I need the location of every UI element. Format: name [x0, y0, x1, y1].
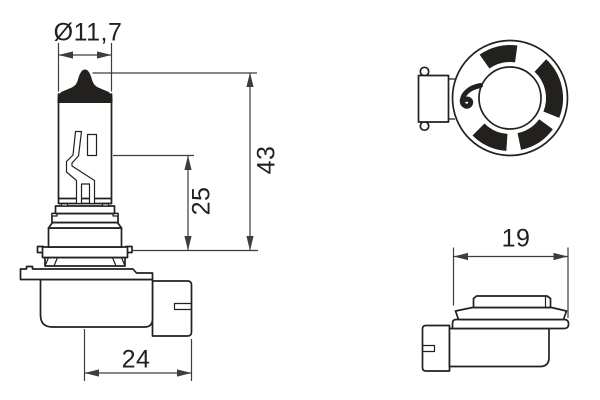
key-hook [459, 83, 483, 109]
dim-label-base-width: 19 [501, 224, 531, 253]
glass-tube [57, 93, 113, 205]
filament-support [65, 130, 96, 205]
ring2-mark-right [112, 212, 119, 217]
dimension-light-center-length [113, 154, 194, 251]
dimension-base-length [83, 329, 193, 381]
connector-lug [151, 280, 193, 337]
front-view [19, 69, 193, 337]
clip-band-tabs [44, 256, 126, 267]
connector-lug-side [421, 324, 451, 372]
lug-bump-top [419, 66, 430, 77]
filament-tube [86, 133, 98, 157]
connector-slot [173, 302, 193, 311]
collar-side [454, 306, 568, 321]
flange-side [451, 318, 570, 330]
lug-bump-bottom [419, 120, 430, 132]
base-ring-2 [51, 212, 119, 224]
keyed-ring [472, 45, 564, 151]
outer-rim [451, 39, 569, 157]
dim-label-light-center-length: 25 [187, 186, 216, 216]
connector-lug-top [417, 74, 450, 123]
dim-label-bulb-diameter: Ø11,7 [53, 18, 123, 47]
base-side-view [421, 295, 570, 372]
ring2-mark-left [51, 212, 58, 217]
base-flange [19, 265, 154, 281]
keyed-collar [41, 246, 129, 259]
base-ring-1 [54, 205, 116, 215]
inner-ring [478, 66, 542, 130]
dimension-bulb-diameter [57, 43, 113, 92]
dimension-base-width [452, 247, 569, 318]
lug-links [447, 78, 456, 120]
base-body [39, 278, 154, 328]
dim-label-overall-length: 43 [252, 145, 281, 175]
dimension-overall-length [92, 72, 258, 252]
base-top-view [417, 39, 569, 157]
connector-slot-side [421, 344, 436, 353]
top-plate-side [472, 295, 552, 309]
base-block [47, 227, 123, 248]
dim-label-base-length: 24 [121, 345, 151, 374]
base-body-side [448, 327, 550, 368]
bulb-black-tip [57, 69, 113, 103]
